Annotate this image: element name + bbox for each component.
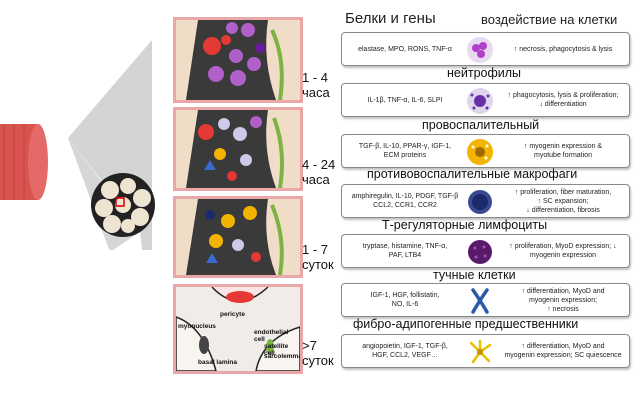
row-fibro-adipogenic: angiopoietin, IGF-1, TGF-β, HGF, CCL2, V… xyxy=(341,334,630,368)
timepoint-1: 1 - 4 часа xyxy=(302,70,330,100)
timepoint-4-unit: суток xyxy=(302,353,334,368)
anti-inflammatory-macrophage-icon xyxy=(467,139,493,165)
category-fibro-adipogenic: фибро-адипогенные предшественники xyxy=(353,317,579,331)
header-proteins-genes: Белки и гены xyxy=(345,10,436,27)
header-cell-effects: воздействие на клетки xyxy=(481,12,618,27)
effect-text: ↑ necrosis, phagocytosis & lysis xyxy=(513,45,613,53)
timepoint-3: 1 - 7 суток xyxy=(302,242,334,272)
mast-cell-icon xyxy=(468,240,492,264)
genes-text: TGF-β, IL-10, PPAR-γ, IGF-1, ECM protein… xyxy=(358,143,452,159)
pericyte-label: pericyte xyxy=(220,311,245,318)
panel-4-24-hours xyxy=(173,107,303,191)
effect-text: ↑ myogenin expression & myotube formatio… xyxy=(523,143,603,159)
timepoint-1-range: 1 - 4 xyxy=(302,70,329,85)
category-mast-cells: тучные клетки xyxy=(433,268,516,282)
satellite-cell-niche-illustration xyxy=(176,287,300,371)
row-mast-cells: tryptase, histamine, TNF-α, PAF, LTB4 ↑ … xyxy=(341,234,630,268)
panel-over-7-days: endothelial cell pericyte myonucleus sat… xyxy=(173,284,303,374)
genes-text: amphiregulin, IL-10, PDGF, TGF-β CCL2, C… xyxy=(351,193,459,209)
row-treg: amphiregulin, IL-10, PDGF, TGF-β CCL2, C… xyxy=(341,184,630,218)
timepoint-3-range: 1 - 7 xyxy=(302,242,329,257)
timepoint-4: >7 суток xyxy=(302,338,334,368)
genes-text: tryptase, histamine, TNF-α, PAF, LTB4 xyxy=(362,243,448,259)
timepoint-1-unit: часа xyxy=(302,85,330,100)
genes-text: angiopoietin, IGF-1, TGF-β, HGF, CCL2, V… xyxy=(362,343,448,359)
category-treg-lymphocytes: Т-регуляторные лимфоциты xyxy=(382,218,548,232)
row-satellite-cells: IGF-1, HGF, follistatin, NO, IL-6 ↑ diff… xyxy=(341,283,630,317)
treg-lymphocyte-icon xyxy=(468,190,492,214)
muscle-cross-section-icon xyxy=(91,173,155,237)
timepoint-2-range: 4 - 24 xyxy=(302,157,336,172)
effect-text: ↑ differentiation, MyoD and myogenin exp… xyxy=(504,343,622,359)
genes-text: IL-1β, TNF-α, IL-6, SLPI xyxy=(367,96,443,104)
timepoint-4-range: >7 xyxy=(302,338,317,353)
sarcolemma-label: sarcolemma xyxy=(264,353,302,360)
timepoint-3-unit: суток xyxy=(302,257,334,272)
proinflammatory-macrophage-icon xyxy=(467,88,493,114)
effect-text: ↑ proliferation, MyoD expression; ↓ myog… xyxy=(509,243,617,259)
neutrophil-cell-icon xyxy=(467,37,493,63)
category-proinflammatory: провоспалительный xyxy=(422,118,540,132)
panel-1-4-hours xyxy=(173,17,303,103)
muscle-fiber-icon xyxy=(0,124,48,200)
genes-text: elastase, MPO, RONS, TNF-α xyxy=(358,45,452,53)
regeneration-illustration xyxy=(176,199,300,275)
endothelial-cell-label: endothelial cell xyxy=(254,329,289,343)
row-proinflammatory: IL-1β, TNF-α, IL-6, SLPI ↑ phagocytosis,… xyxy=(341,83,630,117)
row-anti-inflammatory: TGF-β, IL-10, PPAR-γ, IGF-1, ECM protein… xyxy=(341,134,630,168)
neutrophil-infiltration-illustration xyxy=(176,20,300,100)
myonucleus-label: myonucleus xyxy=(178,323,216,330)
effect-text: ↑ proliferation, fiber maturation, ↑ SC … xyxy=(514,188,612,214)
fibroadipogenic-cell-icon xyxy=(469,339,492,364)
row-neutrophils: elastase, MPO, RONS, TNF-α ↑ necrosis, p… xyxy=(341,32,630,66)
timepoint-2: 4 - 24 часа xyxy=(302,157,335,187)
chromosome-icon xyxy=(471,288,489,314)
genes-text: IGF-1, HGF, follistatin, NO, IL-6 xyxy=(370,292,440,308)
satellite-cell-label: satellite cell xyxy=(264,343,289,357)
timepoint-2-unit: часа xyxy=(302,172,330,187)
category-neutrophils: нейтрофилы xyxy=(447,66,522,80)
effect-text: ↑ phagocytosis, lysis & proliferation; ↓… xyxy=(507,92,619,108)
macrophage-infiltration-illustration xyxy=(176,110,300,188)
panel-1-7-days xyxy=(173,196,303,278)
effect-text: ↑ differentiation, MyoD and myogenin exp… xyxy=(521,287,605,313)
category-anti-inflammatory-macrophages: противовоспалительные макрофаги xyxy=(367,167,578,181)
basal-lamina-label: basal lamina xyxy=(198,359,238,366)
